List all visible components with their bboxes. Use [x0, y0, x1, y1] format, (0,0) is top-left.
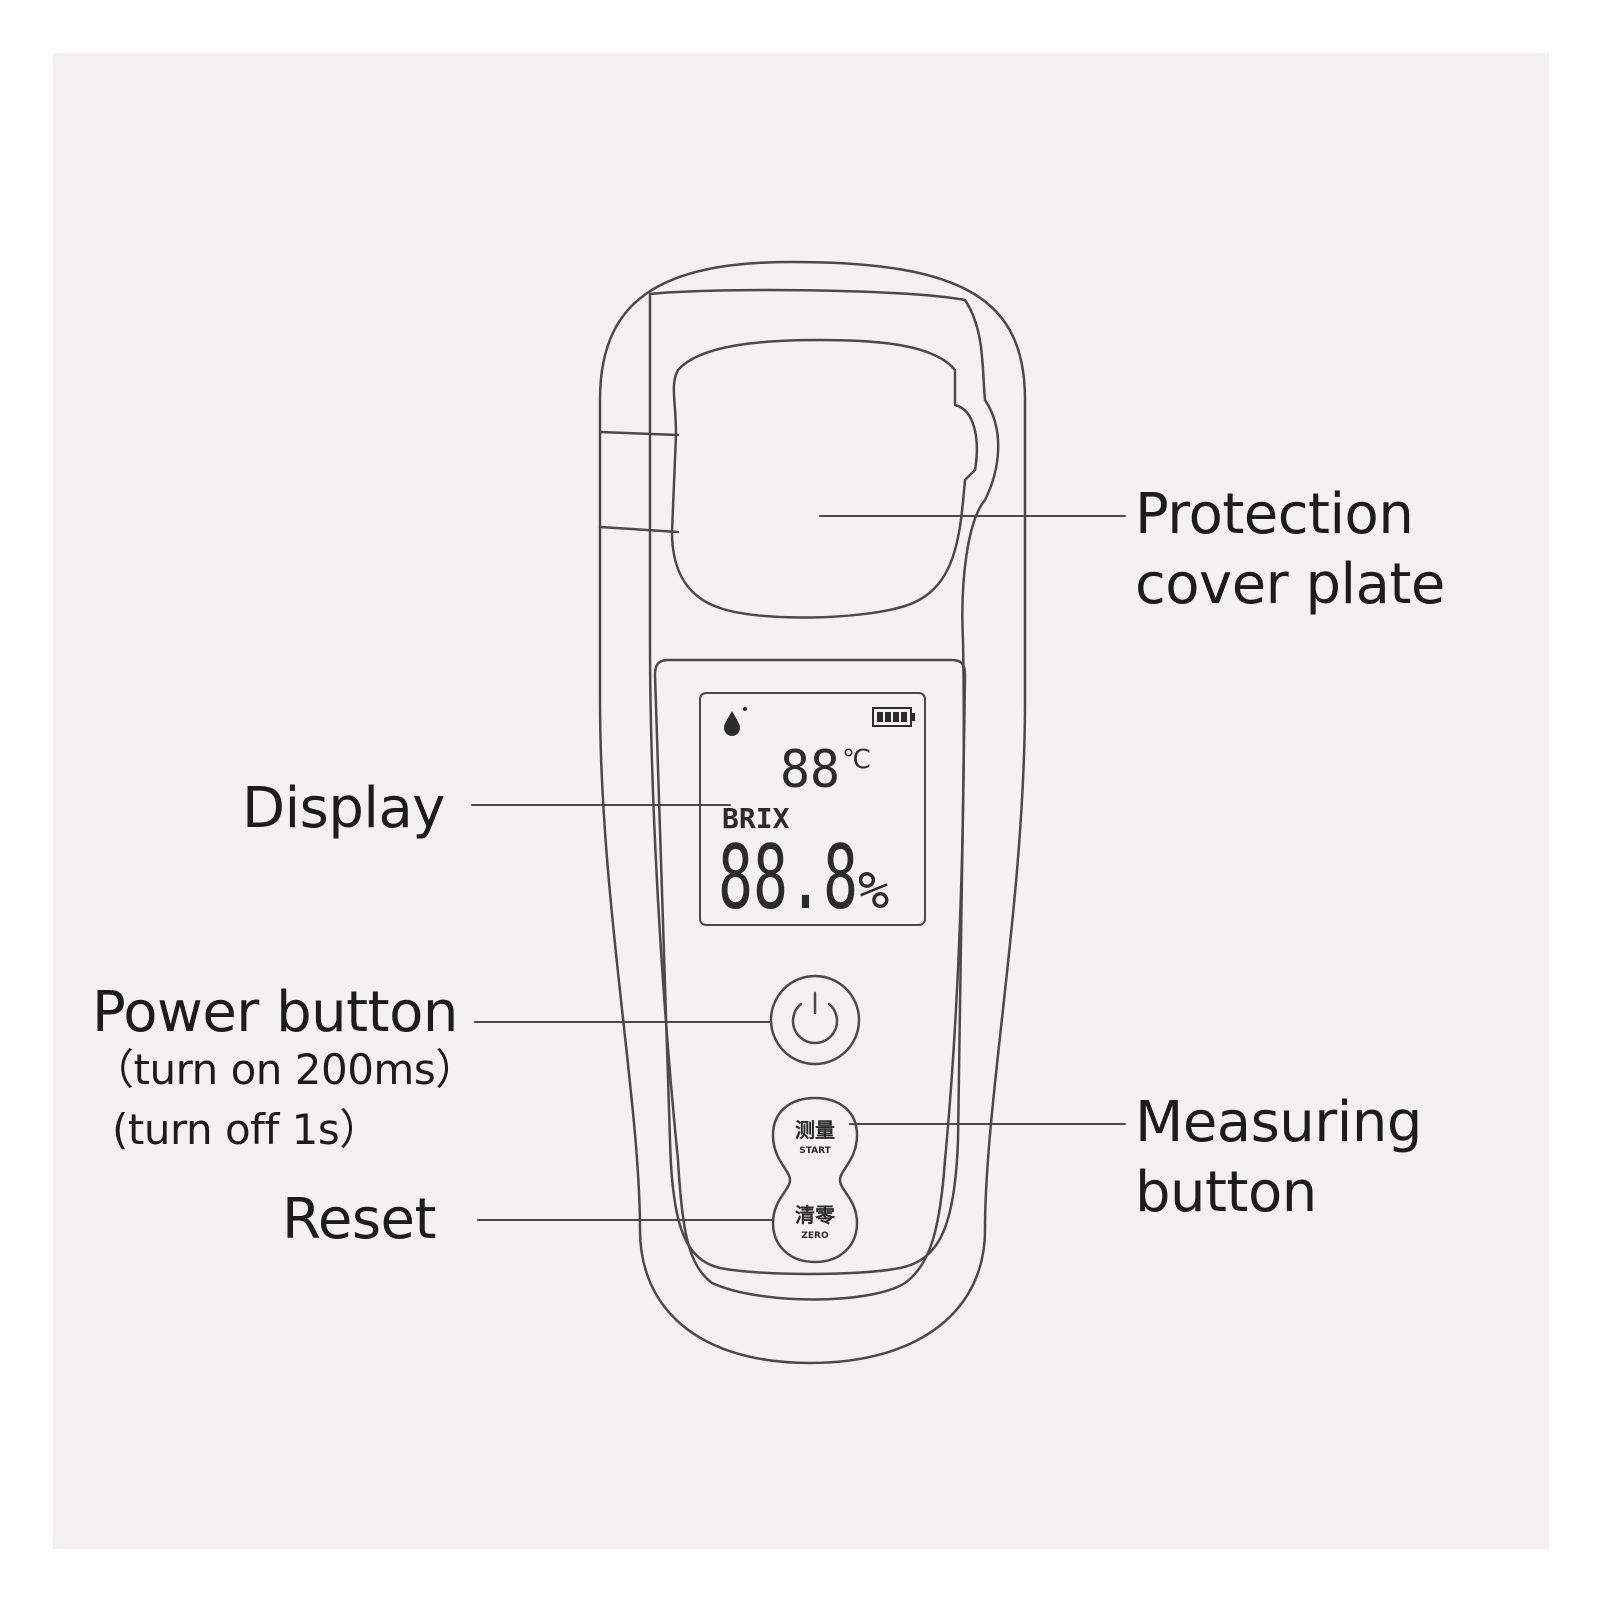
label-power-button: Power button: [92, 980, 458, 1045]
lcd-reading-unit: %: [858, 861, 889, 921]
hinge-line-bottom: [598, 525, 680, 534]
label-protection-cover-line1: Protection: [1135, 482, 1414, 547]
measure-button-en[interactable]: START: [799, 1146, 831, 1156]
lcd-reading: 88.8: [718, 826, 858, 929]
display-bezel: [653, 658, 967, 1276]
hinge-line-top: [598, 430, 680, 437]
label-power-note-on: （turn on 200ms）: [92, 1045, 477, 1094]
power-icon[interactable]: [791, 991, 839, 1045]
lcd-screen: [699, 692, 926, 926]
label-protection-cover: Protection cover plate: [1135, 480, 1445, 620]
zero-button-en[interactable]: ZERO: [801, 1231, 829, 1241]
drop-icon: [724, 707, 747, 736]
label-power-note-off: (turn off 1s）: [112, 1105, 381, 1154]
zero-button-cn[interactable]: 清零: [795, 1203, 836, 1227]
battery-icon: [872, 707, 915, 727]
lcd-temperature: 88: [780, 740, 840, 800]
lcd-mode: BRIX: [722, 802, 790, 835]
measure-button-cn[interactable]: 测量: [795, 1118, 835, 1142]
device-inner-outline: [648, 288, 1000, 1301]
power-button-ring: [769, 974, 861, 1066]
start-zero-button-shape: [771, 1096, 859, 1264]
label-reset: Reset: [282, 1187, 436, 1252]
device-outer-body: [598, 260, 1027, 1365]
label-measuring-line2: button: [1135, 1160, 1317, 1225]
label-display: Display: [242, 776, 445, 841]
lcd-temperature-unit: ℃: [842, 745, 871, 775]
protection-cover-plate: [670, 338, 979, 619]
label-protection-cover-line2: cover plate: [1135, 552, 1445, 617]
label-measuring-line1: Measuring: [1135, 1090, 1422, 1155]
label-measuring-button: Measuring button: [1135, 1088, 1422, 1228]
